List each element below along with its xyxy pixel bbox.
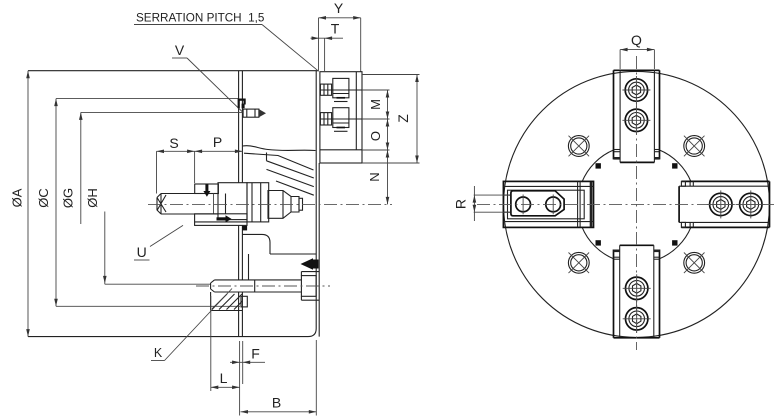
svg-text:B: B: [272, 395, 281, 411]
svg-text:K: K: [154, 346, 163, 360]
svg-text:O: O: [368, 131, 383, 141]
svg-text:Z: Z: [395, 114, 411, 123]
svg-text:S: S: [169, 135, 178, 151]
svg-text:P: P: [213, 134, 222, 150]
svg-text:U: U: [137, 244, 147, 260]
svg-text:ØH: ØH: [85, 188, 100, 208]
svg-text:L: L: [220, 370, 228, 386]
svg-text:ØG: ØG: [61, 188, 76, 208]
svg-text:SERRATION PITCH 1,5: SERRATION PITCH 1,5: [136, 12, 265, 25]
svg-text:M: M: [368, 99, 383, 110]
svg-text:ØA: ØA: [10, 188, 25, 207]
svg-text:ØC: ØC: [36, 188, 51, 208]
svg-text:V: V: [175, 42, 185, 58]
svg-text:N: N: [367, 172, 382, 181]
svg-text:Y: Y: [334, 0, 344, 16]
svg-text:Q: Q: [631, 32, 642, 48]
svg-text:F: F: [251, 346, 260, 362]
svg-text:T: T: [331, 21, 340, 37]
svg-text:R: R: [453, 199, 469, 209]
